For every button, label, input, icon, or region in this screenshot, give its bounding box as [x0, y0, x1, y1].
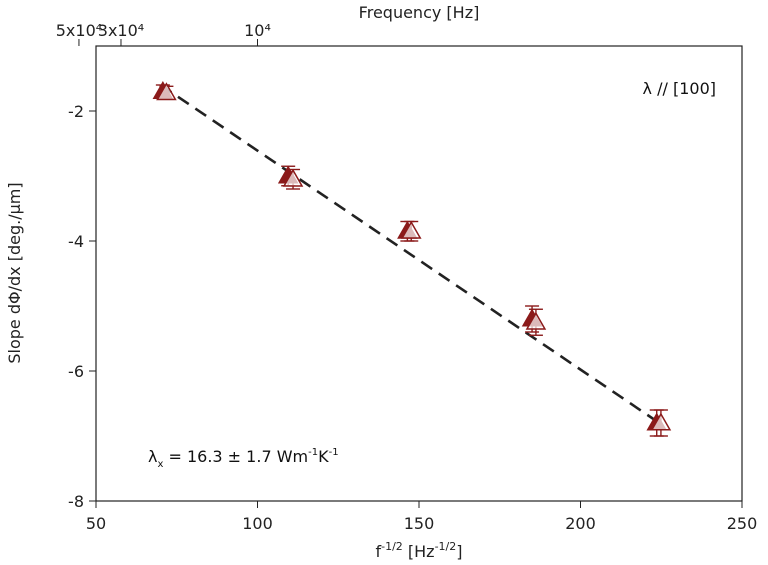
- fit-sup2: -1: [329, 447, 339, 458]
- top-tick-label: 3x10⁴: [98, 21, 144, 40]
- fit-lambda-sub: x: [157, 459, 163, 470]
- y-tick-label: -8: [68, 492, 84, 511]
- orientation-annotation: λ // [100]: [643, 79, 716, 98]
- y-tick-label: -2: [68, 102, 84, 121]
- data-point-open: [282, 168, 304, 187]
- fit-lambda: λ: [148, 447, 157, 466]
- x-axis-title-sup1: -1/2: [381, 540, 403, 553]
- top-axis-title: Frequency [Hz]: [359, 3, 480, 22]
- fit-line: [159, 83, 662, 426]
- data-point-open: [156, 82, 177, 101]
- x-axis-title: f-1/2 [Hz-1/2]: [375, 540, 462, 561]
- fit-sup1: -1: [308, 447, 318, 458]
- fit-result-annotation: λx = 16.3 ± 1.7 Wm-1K-1: [148, 447, 339, 470]
- x-axis-title-main: f: [375, 542, 381, 561]
- fit-equation: = 16.3 ± 1.7 Wm: [163, 447, 308, 466]
- marker-layer: [152, 80, 672, 437]
- data-point-open: [650, 412, 672, 431]
- x-axis-title-close: ]: [456, 542, 462, 561]
- plot-frame: [95, 45, 743, 502]
- y-axis-title: Slope dΦ/dx [deg./μm]: [5, 182, 24, 363]
- top-tick-label: 10⁴: [244, 21, 271, 40]
- x-tick-label: 150: [404, 514, 435, 533]
- x-axis-title-sup2: -1/2: [435, 540, 457, 553]
- x-tick-label: 200: [565, 514, 596, 533]
- data-point-open: [525, 311, 547, 330]
- fit-k: K: [318, 447, 329, 466]
- top-tick-label: 5x10⁴: [56, 21, 102, 40]
- x-tick-label: 100: [242, 514, 273, 533]
- y-tick-label: -4: [68, 232, 84, 251]
- x-axis-title-bracket: [Hz: [403, 542, 435, 561]
- x-tick-label: 50: [86, 514, 106, 533]
- fit-layer: [159, 83, 662, 426]
- data-point-open: [400, 220, 422, 239]
- y-tick-label: -6: [68, 362, 84, 381]
- x-tick-label: 250: [727, 514, 758, 533]
